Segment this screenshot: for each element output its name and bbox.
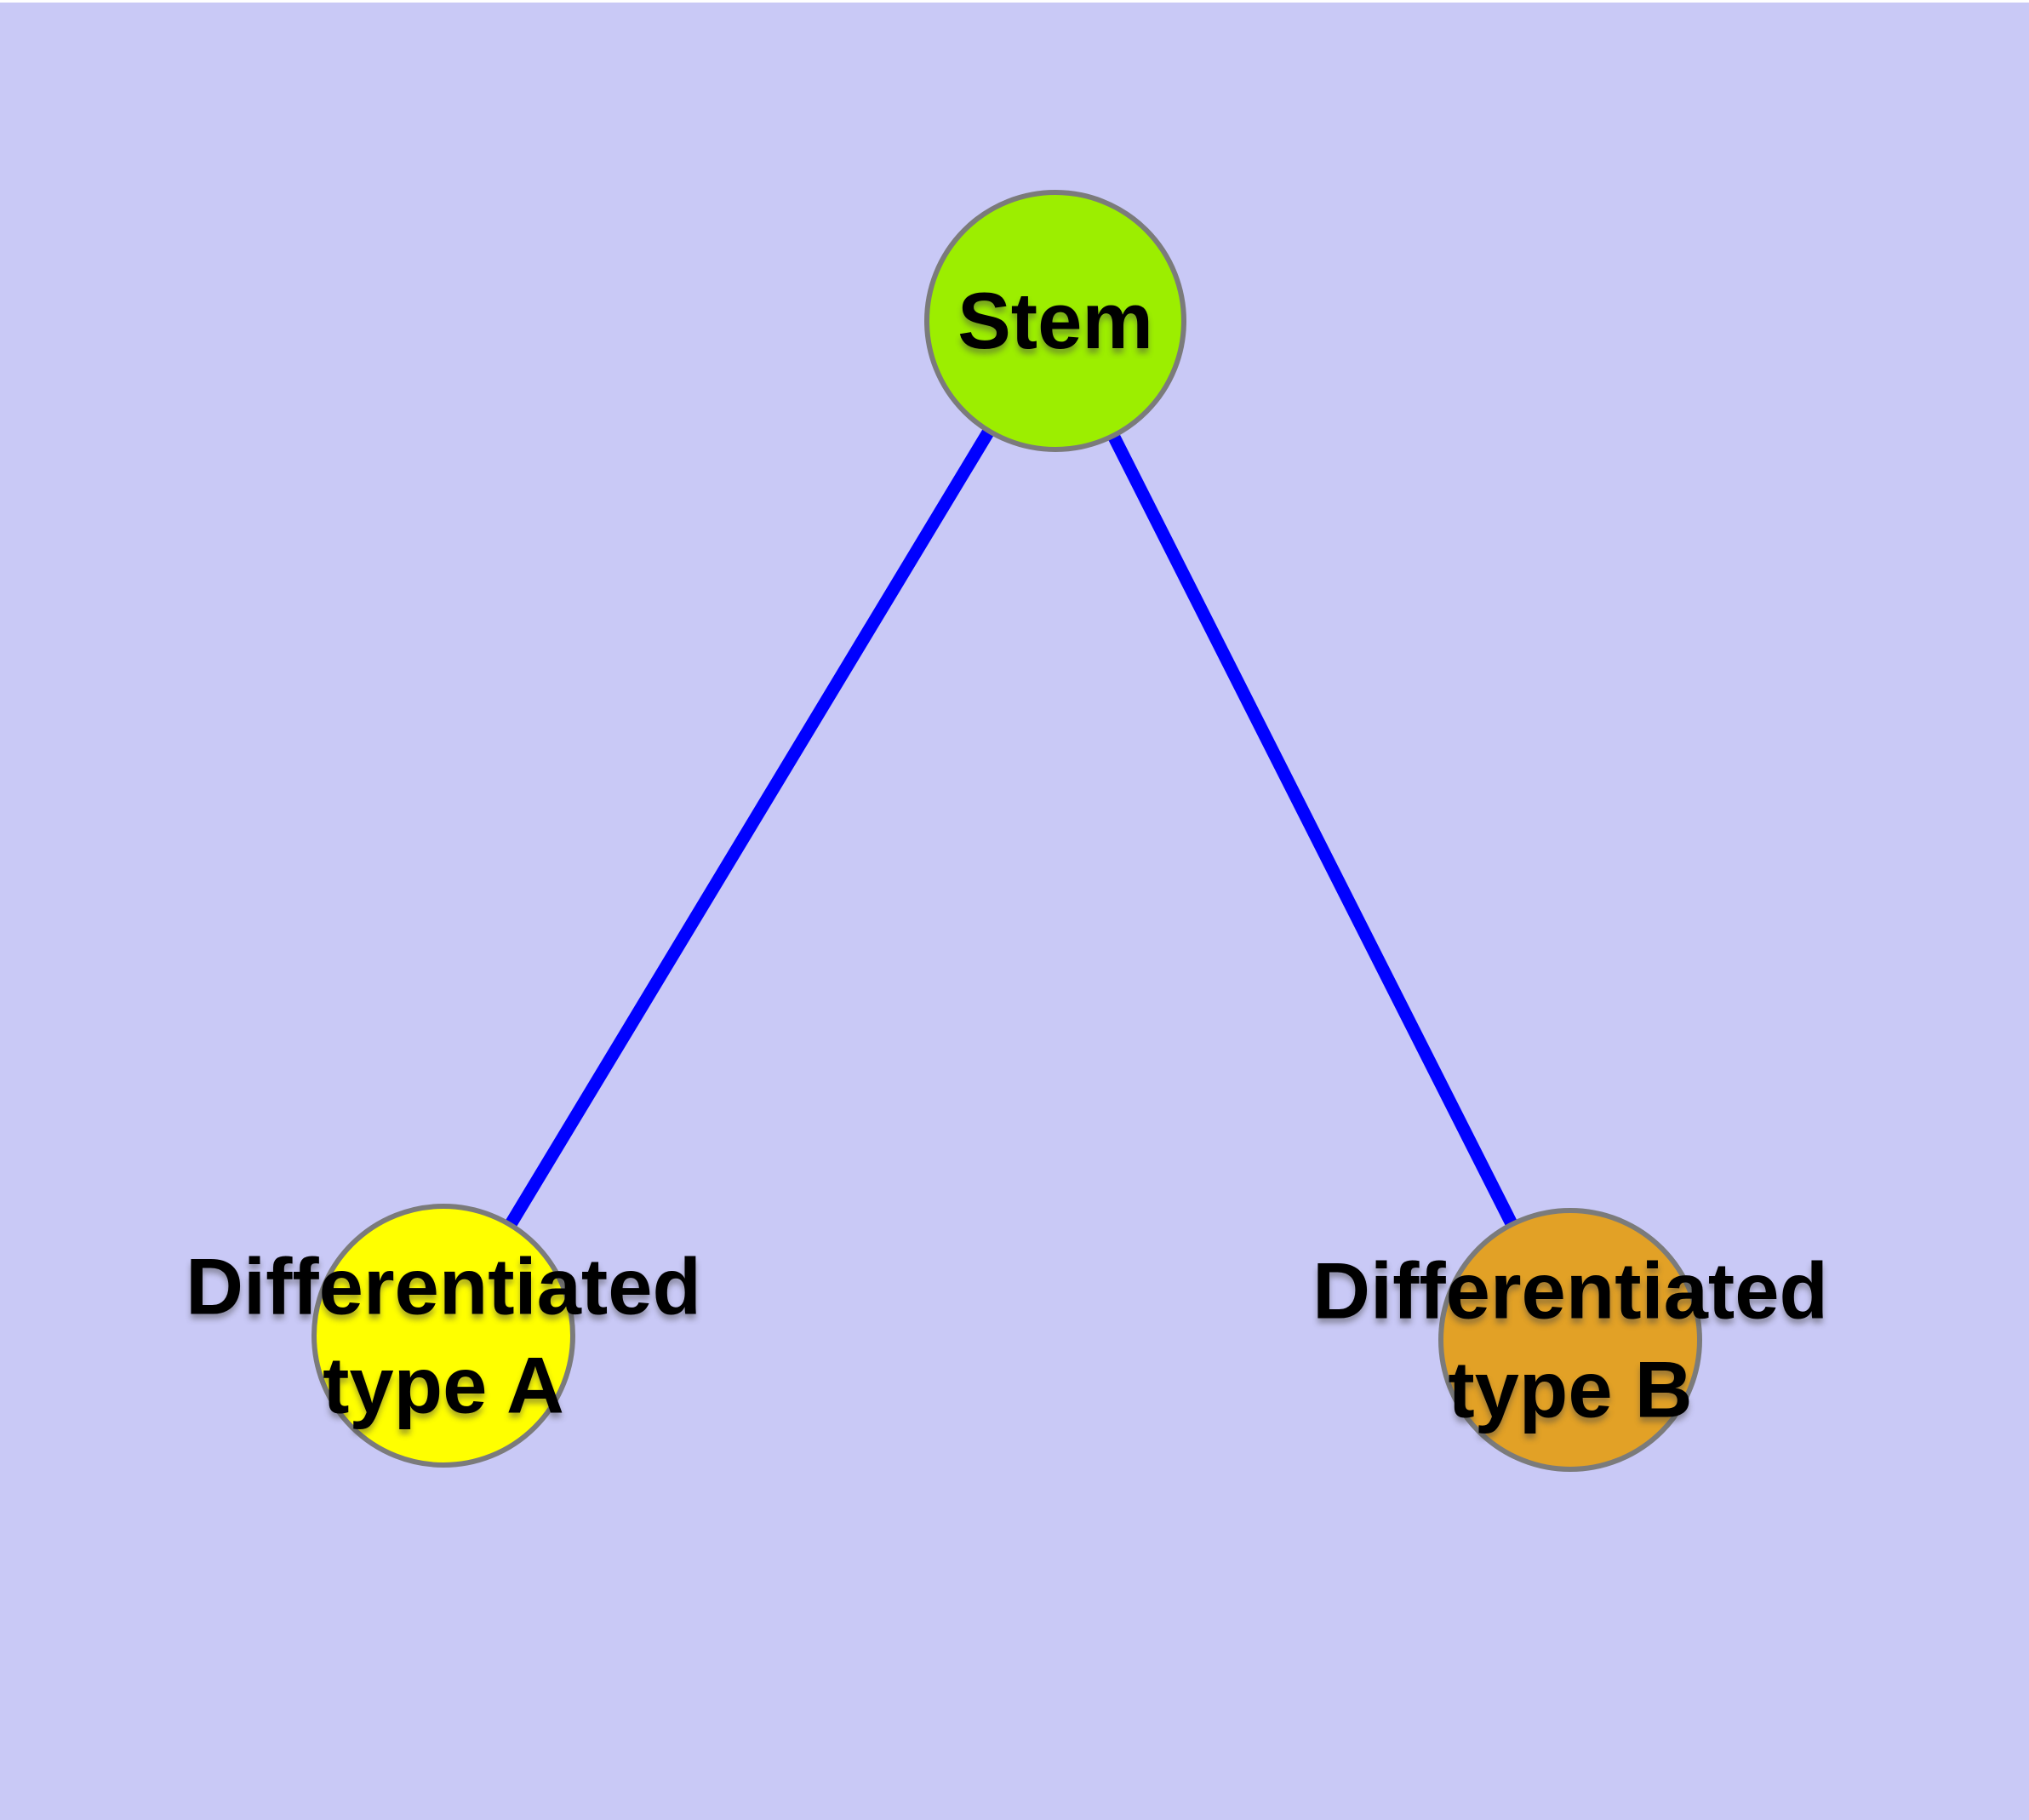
node-differentiated-type-b (1438, 1208, 1702, 1472)
node-stem (924, 190, 1186, 452)
graph-canvas: Stem Differentiated type A Differentiate… (0, 3, 2029, 1820)
nodes-group (311, 190, 1702, 1472)
edges-group (437, 318, 1576, 1343)
edge-stem-to-type-a (437, 318, 1061, 1339)
edge-stem-to-type-b (1049, 318, 1576, 1343)
node-differentiated-type-a (311, 1204, 575, 1468)
graph-svg (311, 190, 1702, 1472)
top-white-margin (0, 0, 2029, 3)
